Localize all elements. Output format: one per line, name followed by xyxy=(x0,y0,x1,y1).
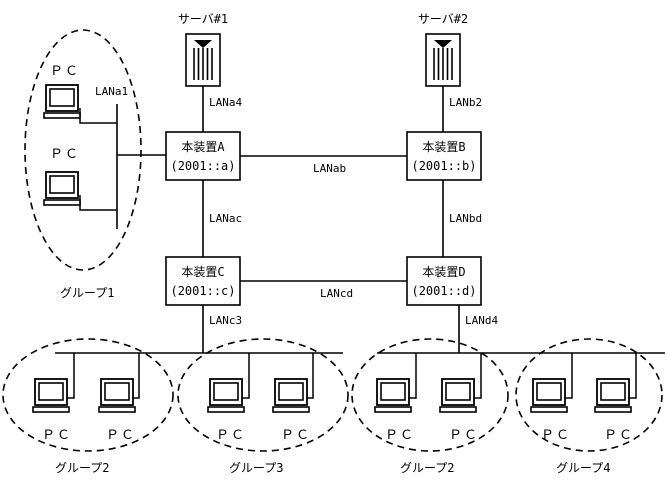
group-2-label: グループ2 xyxy=(55,461,110,475)
group-2b-outline xyxy=(351,338,509,452)
pc-label: ＰＣ xyxy=(604,428,634,443)
drop-pc-8 xyxy=(627,353,637,399)
group-2b-label: グループ2 xyxy=(400,461,455,475)
drop-pc-5 xyxy=(407,353,417,399)
device-b: 本装置B (2001::b) xyxy=(406,131,482,181)
lan-label-a4: LANa4 xyxy=(209,96,242,109)
pc-label: ＰＣ xyxy=(50,147,80,162)
pc-label: ＰＣ xyxy=(50,64,80,79)
pcs: ＰＣ ＰＣ ＰＣ ＰＣ ＰＣ ＰＣ ＰＣ ＰＣ ＰＣ ＰＣ xyxy=(32,64,634,443)
device-d-box xyxy=(406,256,482,306)
pc-icon xyxy=(439,378,477,413)
device-d-address: (2001::d) xyxy=(411,284,476,298)
server-2-label: サーバ#2 xyxy=(418,12,468,26)
links xyxy=(55,86,665,354)
group-3-outline xyxy=(177,338,349,452)
device-a-name: 本装置A xyxy=(181,140,225,154)
lan-label-b2: LANb2 xyxy=(449,96,482,109)
group-2-outline xyxy=(2,338,174,452)
lan-label-c3: LANc3 xyxy=(209,314,242,327)
pc-icon xyxy=(374,378,412,413)
group-1-label: グループ1 xyxy=(60,286,115,300)
group-1-outline xyxy=(24,29,142,271)
pc-icon xyxy=(98,378,136,413)
pc-icon xyxy=(43,84,81,119)
drop-pc-6 xyxy=(472,353,482,399)
lan-labels: LANa1 LANa4 LANb2 LANab LANac LANbd LANc… xyxy=(95,85,498,327)
device-d-name: 本装置D xyxy=(422,265,465,279)
drop-pc-g1b xyxy=(79,195,117,211)
pc-label: ＰＣ xyxy=(541,428,571,443)
pc-label: ＰＣ xyxy=(385,428,415,443)
pc-label: ＰＣ xyxy=(449,428,479,443)
device-d: 本装置D (2001::d) xyxy=(406,256,482,306)
pc-icon xyxy=(594,378,632,413)
pc-label: ＰＣ xyxy=(106,428,136,443)
device-c-address: (2001::c) xyxy=(170,284,235,298)
lan-label-a1: LANa1 xyxy=(95,85,128,98)
group-4-label: グループ4 xyxy=(556,461,611,475)
group-4-outline xyxy=(515,338,663,452)
pc-drops xyxy=(65,108,637,399)
server-2-icon xyxy=(425,33,461,87)
device-c: 本装置C (2001::c) xyxy=(165,256,241,306)
drop-pc-1 xyxy=(65,353,75,399)
pc-icon xyxy=(43,171,81,206)
group-3-label: グループ3 xyxy=(229,461,284,475)
server-1: サーバ#1 xyxy=(178,12,228,87)
lan-label-ab: LANab xyxy=(313,162,346,175)
lan-label-cd: LANcd xyxy=(320,287,353,300)
pc-label: ＰＣ xyxy=(42,428,72,443)
server-2: サーバ#2 xyxy=(418,12,468,87)
lan-label-ac: LANac xyxy=(209,212,242,225)
server-1-label: サーバ#1 xyxy=(178,12,228,26)
device-c-name: 本装置C xyxy=(181,265,224,279)
device-a: 本装置A (2001::a) xyxy=(165,131,241,181)
pc-icon xyxy=(207,378,245,413)
pc-icon xyxy=(32,378,70,413)
server-1-icon xyxy=(185,33,221,87)
pc-label: ＰＣ xyxy=(281,428,311,443)
group-outlines xyxy=(2,29,663,452)
drop-pc-g1a xyxy=(79,108,117,124)
device-b-name: 本装置B xyxy=(422,140,465,154)
device-a-address: (2001::a) xyxy=(170,159,235,173)
device-c-box xyxy=(165,256,241,306)
drop-pc-7 xyxy=(563,353,573,399)
lan-label-bd: LANbd xyxy=(449,212,482,225)
device-a-box xyxy=(165,131,241,181)
group-labels: グループ1 グループ2 グループ3 グループ2 グループ4 xyxy=(55,286,611,475)
drop-pc-3 xyxy=(240,353,250,399)
device-b-address: (2001::b) xyxy=(411,159,476,173)
pc-label: ＰＣ xyxy=(216,428,246,443)
lan-label-d4: LANd4 xyxy=(465,314,498,327)
device-b-box xyxy=(406,131,482,181)
pc-icon xyxy=(272,378,310,413)
pc-icon xyxy=(530,378,568,413)
